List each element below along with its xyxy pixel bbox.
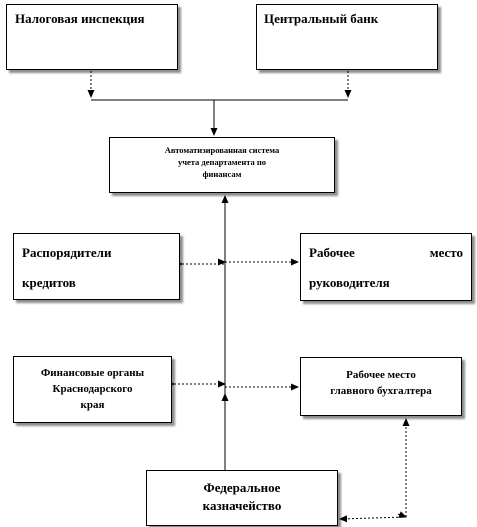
chief-accountant-line-1: Рабочее место bbox=[346, 369, 416, 381]
manager-workplace-row-1: Рабочее место bbox=[309, 238, 463, 268]
credit-managers-line-1: Распорядители bbox=[22, 245, 112, 260]
federal-treasury-line-1: Федеральное bbox=[203, 480, 281, 495]
credit-managers-box: Распорядители кредитов bbox=[13, 233, 180, 300]
financial-bodies-box: Финансовые органы Краснодарского края bbox=[13, 356, 172, 423]
financial-bodies-line-3: края bbox=[80, 399, 105, 411]
financial-bodies-line-2: Краснодарского bbox=[52, 383, 133, 395]
automated-system-line-1: Автоматизированная система bbox=[164, 145, 280, 155]
central-bank-label: Центральный банк bbox=[264, 11, 379, 26]
manager-workplace-word-1: Рабочее bbox=[309, 245, 355, 260]
tax-inspection-label: Налоговая инспекция bbox=[15, 11, 145, 26]
manager-workplace-box: Рабочее место руководителя bbox=[300, 233, 472, 301]
federal-treasury-line-2: казначейство bbox=[202, 498, 282, 513]
manager-workplace-word-2: место bbox=[429, 245, 463, 260]
central-bank-box: Центральный банк bbox=[256, 4, 438, 70]
chief-accountant-box: Рабочее место главного бухгалтера bbox=[300, 357, 462, 416]
connector-gb-bottom-tip bbox=[397, 511, 407, 518]
chief-accountant-line-2: главного бухгалтера bbox=[330, 385, 432, 397]
connector-gb-bottom bbox=[339, 515, 407, 523]
credit-managers-line-2: кредитов bbox=[22, 275, 76, 290]
financial-bodies-line-1: Финансовые органы bbox=[40, 367, 145, 379]
tax-inspection-box: Налоговая инспекция bbox=[6, 4, 178, 70]
federal-treasury-box: Федеральное казначейство bbox=[146, 470, 338, 526]
automated-system-box: Автоматизированная система учета департа… bbox=[109, 137, 335, 193]
automated-system-line-2: учета департамента по bbox=[177, 157, 267, 167]
manager-workplace-line-2: руководителя bbox=[309, 275, 390, 290]
automated-system-line-3: финансам bbox=[202, 169, 242, 179]
